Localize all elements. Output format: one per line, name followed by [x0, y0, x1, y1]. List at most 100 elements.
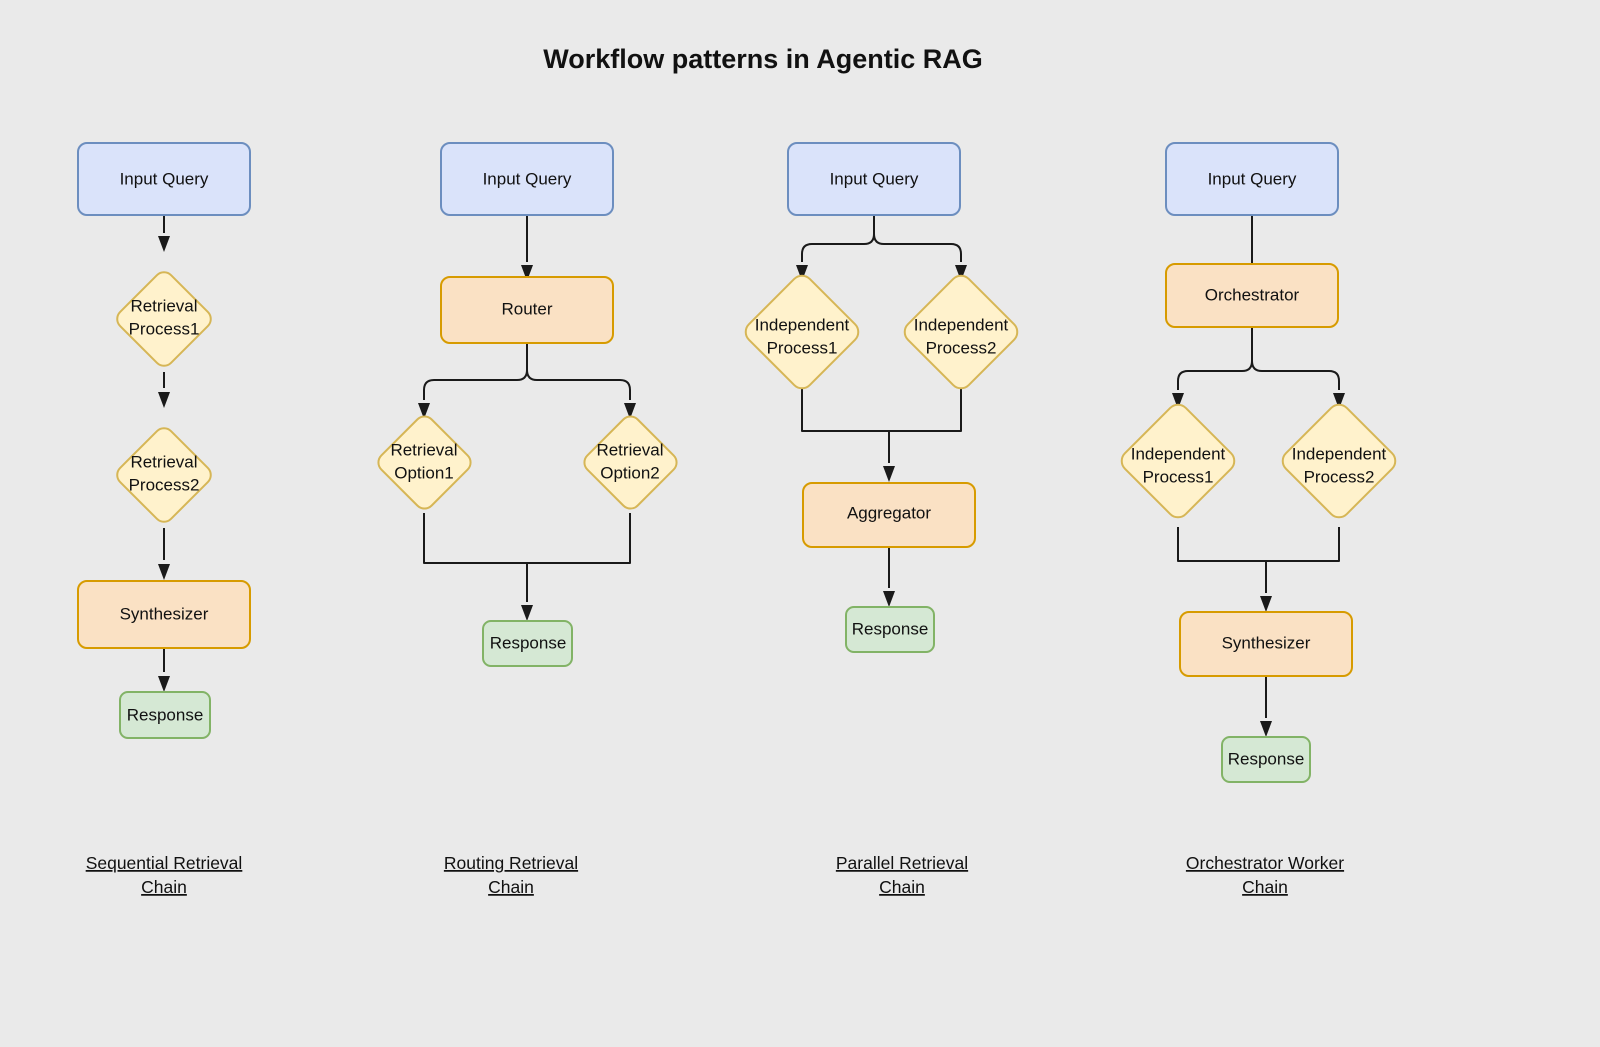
- arrow-head-orchestrator-to-process1: [1172, 393, 1184, 409]
- node-label: Router: [501, 299, 552, 318]
- node-shape-diamond: [116, 427, 212, 523]
- caption-line1: Orchestrator Worker: [1186, 853, 1344, 873]
- node-label-line1: Independent: [914, 315, 1009, 334]
- edge-orchestrator-to-process2: [1251, 327, 1340, 390]
- arrow-head-synthesizer-to-response: [158, 676, 170, 692]
- caption-line1: Parallel Retrieval: [836, 853, 968, 873]
- node-shape-box: [1165, 263, 1339, 328]
- node-label: Input Query: [483, 169, 572, 188]
- arrow-head-input-to-process2: [955, 265, 967, 281]
- page-title: Workflow patterns in Agentic RAG: [543, 44, 983, 74]
- node-label-line2: Option1: [394, 463, 454, 482]
- node-label: Input Query: [830, 169, 919, 188]
- edges-orchestrator: [1172, 215, 1345, 737]
- caption-orchestrator: Orchestrator Worker Chain: [1186, 853, 1344, 897]
- arrow-head-aggregator-to-response: [883, 591, 895, 607]
- node-shape-box: [77, 142, 251, 216]
- edge-processes-merge: [801, 382, 962, 432]
- arrow-head-input-to-retrieval1: [158, 236, 170, 252]
- node-label: Input Query: [120, 169, 209, 188]
- node-shape-diamond: [903, 274, 1019, 390]
- node-label-line2: Process1: [767, 338, 838, 357]
- node-label-line1: Independent: [1131, 444, 1226, 463]
- caption-line2: Chain: [488, 877, 534, 897]
- node-c3-process2[interactable]: Independent Process2: [900, 271, 1022, 393]
- node-c3-aggregator[interactable]: Aggregator: [802, 482, 976, 548]
- node-label-line2: Process1: [1143, 467, 1214, 486]
- node-shape-box: [1221, 736, 1311, 783]
- edges-sequential: [158, 215, 170, 692]
- node-label: Synthesizer: [1222, 633, 1311, 652]
- node-shape-diamond: [1281, 403, 1397, 519]
- arrow-head-router-to-option1: [418, 403, 430, 419]
- node-c2-response[interactable]: Response: [482, 620, 573, 667]
- node-c4-input[interactable]: Input Query: [1165, 142, 1339, 216]
- caption-line1: Sequential Retrieval: [86, 853, 243, 873]
- edge-orchestrator-to-process1: [1177, 327, 1253, 390]
- node-label: Input Query: [1208, 169, 1297, 188]
- node-c2-router[interactable]: Router: [440, 276, 614, 344]
- arrow-head-retrieval1-to-retrieval2: [158, 392, 170, 408]
- node-label-line2: Process1: [129, 319, 200, 338]
- node-label: Response: [852, 619, 929, 638]
- node-shape-diamond: [116, 271, 212, 367]
- arrow-head-synthesizer-to-response: [1260, 721, 1272, 737]
- node-c4-process1[interactable]: Independent Process1: [1117, 400, 1239, 522]
- node-shape-box: [845, 606, 935, 653]
- node-shape-box: [77, 580, 251, 649]
- arrow-head-orchestrator-to-process2: [1333, 393, 1345, 409]
- node-shape-box: [440, 276, 614, 344]
- node-c1-input[interactable]: Input Query: [77, 142, 251, 216]
- node-c2-option1[interactable]: Retrieval Option1: [374, 412, 474, 512]
- node-label-line2: Process2: [926, 338, 997, 357]
- arrow-head-merge-to-response: [521, 605, 533, 621]
- node-c1-retrieval1[interactable]: Retrieval Process1: [113, 268, 215, 370]
- node-label-line1: Retrieval: [130, 296, 197, 315]
- arrow-head-router-to-option2: [624, 403, 636, 419]
- caption-line2: Chain: [141, 877, 187, 897]
- arrow-head-input-to-router: [521, 265, 533, 281]
- node-c4-response[interactable]: Response: [1221, 736, 1311, 783]
- column-routing: Input Query Router Retrieval Option1 Ret…: [374, 142, 680, 897]
- node-label: Aggregator: [847, 503, 931, 522]
- node-shape-diamond: [1120, 403, 1236, 519]
- caption-line1: Routing Retrieval: [444, 853, 578, 873]
- node-label: Response: [127, 705, 204, 724]
- column-parallel: Input Query Independent Process1 Indepen…: [741, 142, 1022, 897]
- node-c2-option2[interactable]: Retrieval Option2: [580, 412, 680, 512]
- node-shape-box: [787, 142, 961, 216]
- node-c2-input[interactable]: Input Query: [440, 142, 614, 216]
- node-c1-response[interactable]: Response: [119, 691, 211, 739]
- node-shape-diamond: [377, 415, 472, 510]
- node-label: Orchestrator: [1205, 285, 1300, 304]
- node-c3-input[interactable]: Input Query: [787, 142, 961, 216]
- node-label: Response: [1228, 749, 1305, 768]
- node-label-line1: Retrieval: [390, 440, 457, 459]
- node-shape-box: [482, 620, 573, 667]
- node-shape-box: [119, 691, 211, 739]
- node-label-line1: Retrieval: [596, 440, 663, 459]
- node-c4-synthesizer[interactable]: Synthesizer: [1179, 611, 1353, 677]
- node-label-line1: Independent: [1292, 444, 1387, 463]
- node-c3-response[interactable]: Response: [845, 606, 935, 653]
- node-shape-diamond: [744, 274, 860, 390]
- node-c4-process2[interactable]: Independent Process2: [1278, 400, 1400, 522]
- caption-line2: Chain: [1242, 877, 1288, 897]
- node-shape-box: [802, 482, 976, 548]
- node-label-line1: Independent: [755, 315, 850, 334]
- node-label-line2: Option2: [600, 463, 660, 482]
- node-shape-box: [1179, 611, 1353, 677]
- node-c3-process1[interactable]: Independent Process1: [741, 271, 863, 393]
- node-c4-orchestrator[interactable]: Orchestrator: [1165, 263, 1339, 328]
- column-orchestrator: Input Query Orchestrator Independent Pro…: [1117, 142, 1400, 897]
- node-c1-synthesizer[interactable]: Synthesizer: [77, 580, 251, 649]
- node-shape-box: [1165, 142, 1339, 216]
- edge-input-to-process2: [873, 215, 962, 262]
- caption-parallel: Parallel Retrieval Chain: [836, 853, 968, 897]
- node-label-line2: Process2: [129, 475, 200, 494]
- node-label-line2: Process2: [1304, 467, 1375, 486]
- node-c1-retrieval2[interactable]: Retrieval Process2: [113, 424, 215, 526]
- arrow-head-input-to-process1: [796, 265, 808, 281]
- edge-router-to-option2: [526, 343, 631, 400]
